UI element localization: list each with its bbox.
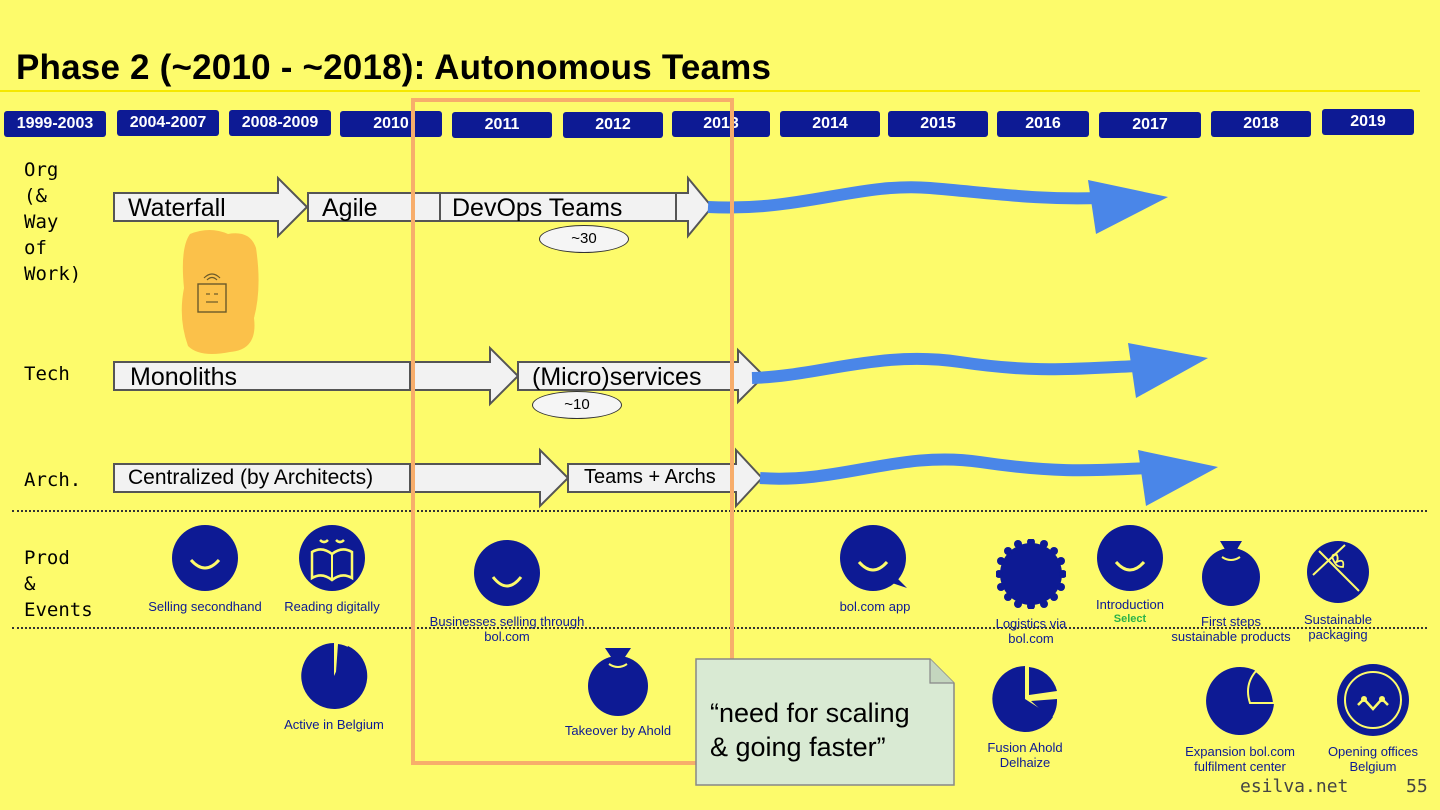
timeline-years: 1999-2003 2004-2007 2008-2009 2010 2011 …: [0, 108, 1440, 140]
year-1999-2003: 1999-2003: [4, 111, 106, 137]
event-caption: Reading digitally: [284, 599, 380, 614]
tech-service-count: ~10: [532, 391, 622, 419]
year-2010: 2010: [340, 111, 442, 137]
event-caption: Sustainable packaging: [1304, 612, 1372, 642]
milestone-caption: Opening offices Belgium: [1327, 744, 1419, 774]
select-badge: Select: [1113, 613, 1147, 625]
lane-label-org: Org (& Way of Work): [24, 159, 82, 285]
smile-icon: [172, 525, 238, 591]
bag-icon: [1202, 541, 1260, 606]
tech-arrow-monoliths: [113, 345, 520, 407]
event-businesses-selling: Businesses selling through bol.com: [420, 524, 594, 659]
event-bolcom-app: bol.com app: [820, 524, 930, 614]
org-label-waterfall: Waterfall: [128, 194, 226, 222]
year-2015: 2015: [888, 111, 988, 137]
tech-arrow-microservices: [517, 347, 766, 405]
event-caption: First steps sustainable products: [1171, 614, 1291, 644]
gear-icon: [995, 538, 1067, 610]
event-sustainable-products: First steps sustainable products: [1164, 524, 1298, 659]
event-caption: Businesses selling through bol.com: [429, 614, 585, 644]
tech-future-arrow: [751, 343, 1208, 398]
year-2014: 2014: [780, 111, 880, 137]
milestone-takeover-ahold: Takeover by Ahold: [555, 646, 681, 738]
year-2016: 2016: [997, 111, 1089, 137]
bag-icon: [588, 648, 648, 716]
sticky-note-icon: [181, 230, 259, 354]
highlight-frame-2011-2013: [411, 98, 734, 765]
quote-note: [695, 658, 955, 786]
footer-site: esilva.net: [1240, 776, 1349, 797]
org-future-arrow: [707, 180, 1168, 234]
lane-label-arch: Arch.: [24, 469, 82, 491]
gift-icon: [1307, 541, 1369, 603]
separator-milestones: [12, 627, 1427, 629]
milestone-caption: Active in Belgium: [284, 717, 384, 732]
milestone-caption: Fusion Ahold Delhaize: [987, 740, 1063, 770]
event-caption: Logistics via bol.com: [995, 616, 1067, 646]
milestone-opening-offices: Opening offices Belgium: [1318, 648, 1428, 789]
lane-label-prod: Prod & Events: [24, 547, 93, 621]
arch-arrow-centralized: [113, 447, 570, 509]
title-underline: [0, 90, 1420, 92]
org-arrow-waterfall: [113, 175, 309, 239]
quote-text: “need for scaling & going faster”: [710, 698, 910, 762]
chat-smile-icon: [840, 525, 907, 591]
milestone-active-belgium: Active in Belgium: [276, 642, 392, 732]
event-introduction-select: Introduction Select: [1084, 524, 1176, 627]
org-arrow-devops: [439, 175, 714, 239]
lane-arrows: [113, 175, 1218, 509]
arch-label-teams-archs: Teams + Archs: [584, 466, 716, 488]
separator-prod: [12, 510, 1427, 512]
book-icon: [299, 525, 365, 591]
event-caption: bol.com app: [839, 599, 911, 614]
lane-label-tech: Tech: [24, 363, 70, 385]
event-caption: Selling secondhand: [148, 599, 262, 614]
smile-icon: [474, 540, 540, 606]
event-selling-secondhand: Selling secondhand: [140, 524, 270, 614]
slide-title: Phase 2 (~2010 - ~2018): Autonomous Team…: [16, 48, 772, 87]
event-logistics: Logistics via bol.com: [978, 524, 1084, 661]
year-2019: 2019: [1322, 109, 1414, 135]
event-reading-digitally: Reading digitally: [270, 524, 394, 614]
milestone-caption: Takeover by Ahold: [564, 723, 672, 738]
milestone-caption: Expansion bol.com fulfilment center: [1185, 744, 1295, 774]
org-label-agile: Agile: [322, 194, 378, 222]
event-sustainable-packaging: Sustainable packaging: [1290, 524, 1386, 657]
year-2013: 2013: [672, 111, 770, 137]
milestone-expansion-fulfilment: Expansion bol.com fulfilment center: [1176, 650, 1304, 789]
org-label-devops: DevOps Teams: [452, 194, 623, 222]
event-caption: Introduction: [1096, 597, 1164, 612]
year-2008-2009: 2008-2009: [229, 110, 331, 136]
pie-icon: [992, 666, 1058, 732]
arch-label-centralized: Centralized (by Architects): [128, 466, 374, 489]
year-2012: 2012: [563, 112, 663, 138]
year-2011: 2011: [452, 112, 552, 138]
peel-icon: [1206, 667, 1276, 735]
pie-icon: [301, 643, 368, 709]
year-2017: 2017: [1099, 112, 1201, 138]
year-2004-2007: 2004-2007: [117, 110, 219, 136]
org-team-count: ~30: [539, 225, 629, 253]
arch-arrow-teams-archs: [567, 447, 764, 509]
year-2018: 2018: [1211, 111, 1311, 137]
smile-ring-icon: [1337, 664, 1409, 736]
milestone-fusion-ahold: Fusion Ahold Delhaize: [976, 650, 1074, 785]
smile-icon: [1097, 525, 1163, 591]
arch-future-arrow: [759, 450, 1218, 506]
page-number: 55: [1406, 776, 1428, 797]
tech-label-microservices: (Micro)services: [532, 363, 702, 391]
tech-label-monoliths: Monoliths: [130, 363, 237, 391]
